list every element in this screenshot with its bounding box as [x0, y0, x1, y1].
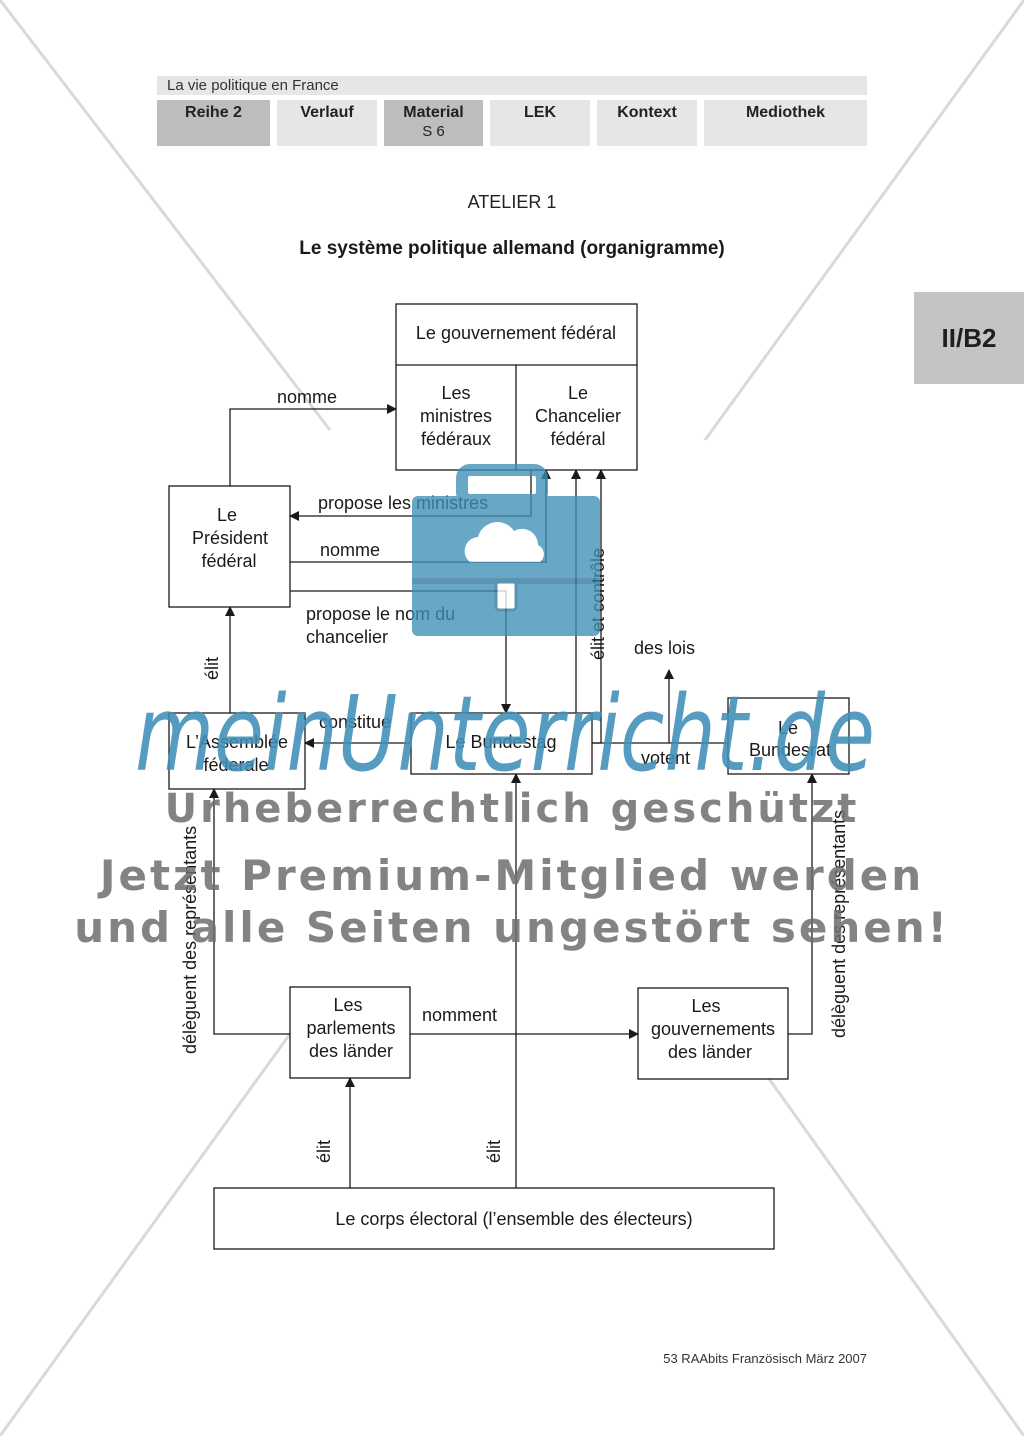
tab-kontext[interactable]: Kontext [597, 100, 697, 146]
box-president-federal [168, 485, 291, 608]
label-votent: votent [641, 748, 690, 768]
header-band: La vie politique en France [157, 76, 867, 95]
node-parlements-l2: parlements [306, 1018, 395, 1038]
tab-reihe[interactable]: Reihe 2 [157, 100, 270, 146]
node-gouvernements-l3: des länder [668, 1042, 752, 1062]
tab-lek[interactable]: LEK [490, 100, 590, 146]
label-constitue: constitue [319, 712, 391, 732]
node-ministres-l1: Les [441, 383, 470, 403]
footer-citation: 53 RAAbits Französisch März 2007 [663, 1351, 867, 1366]
edge-deleguent-left [209, 788, 290, 1035]
box-assemblee-federale [168, 712, 306, 790]
label-nomme-mid: nomme [320, 540, 380, 560]
tab-label: Material [403, 104, 464, 121]
label-elit-parlements: élit [314, 1140, 334, 1163]
page-title: Le système politique allemand (organigra… [299, 238, 725, 259]
tab-label: Verlauf [300, 104, 354, 121]
label-propose-nom-l2: chancelier [306, 627, 388, 647]
label-propose-nom-l1: propose le nom du [306, 604, 455, 624]
node-bundestag: Le Bundestag [445, 732, 556, 752]
tab-label: Reihe 2 [185, 104, 242, 121]
node-gouvernement: Le gouvernement fédéral [416, 323, 616, 343]
node-president-l3: fédéral [201, 551, 256, 571]
node-chancelier-l2: Chancelier [535, 406, 621, 426]
node-ministres-l3: fédéraux [421, 429, 491, 449]
node-bundesrat-l1: Le [778, 718, 798, 738]
box-parlements-lander [289, 986, 411, 1079]
tab-material[interactable]: Material S 6 [384, 100, 483, 146]
node-gouvernements-l1: Les [691, 996, 720, 1016]
node-parlements-l1: Les [333, 995, 362, 1015]
node-president-l1: Le [217, 505, 237, 525]
side-tab-marker: II/B2 [914, 292, 1024, 384]
label-elit-bundestag: élit [484, 1140, 504, 1163]
node-assemblee-l1: L’Assemblée [186, 732, 288, 752]
node-chancelier-l3: fédéral [550, 429, 605, 449]
box-bundesrat [727, 697, 850, 775]
box-gouvernements-lander [637, 987, 789, 1080]
node-corps-electoral: Le corps électoral (l’ensemble des élect… [335, 1209, 692, 1229]
label-deleguent-left: délèguent des représentants [180, 826, 200, 1054]
node-assemblee-l2: féderale [203, 755, 268, 775]
atelier-heading: ATELIER 1 [467, 192, 557, 212]
tab-label: Kontext [617, 104, 677, 121]
tab-sublabel: S 6 [422, 123, 445, 140]
node-president-l2: Président [192, 528, 268, 548]
label-nomme-top: nomme [277, 387, 337, 407]
node-parlements-l3: des länder [309, 1041, 393, 1061]
tab-label: Mediothek [745, 104, 826, 121]
label-nomment: nomment [422, 1005, 497, 1025]
tab-label: LEK [524, 104, 556, 121]
node-bundesrat-l2: Bundesrat [749, 740, 831, 760]
edge-nomme-ministres [229, 404, 397, 486]
label-deleguent-right: délèguent des représentants [829, 810, 849, 1038]
label-propose-ministres: propose les ministres [318, 493, 488, 513]
label-elit-controle: élit et contrôle [588, 548, 608, 660]
node-gouvernements-l2: gouvernements [651, 1019, 775, 1039]
node-chancelier-l1: Le [568, 383, 588, 403]
label-elit-president: élit [202, 657, 222, 680]
tab-mediothek[interactable]: Mediothek [704, 100, 867, 146]
label-des-lois: des lois [634, 638, 695, 658]
node-ministres-l2: ministres [420, 406, 492, 426]
box-corps-electoral [213, 1187, 775, 1250]
tab-verlauf[interactable]: Verlauf [277, 100, 377, 146]
edge-deleguent-right [788, 773, 817, 1035]
